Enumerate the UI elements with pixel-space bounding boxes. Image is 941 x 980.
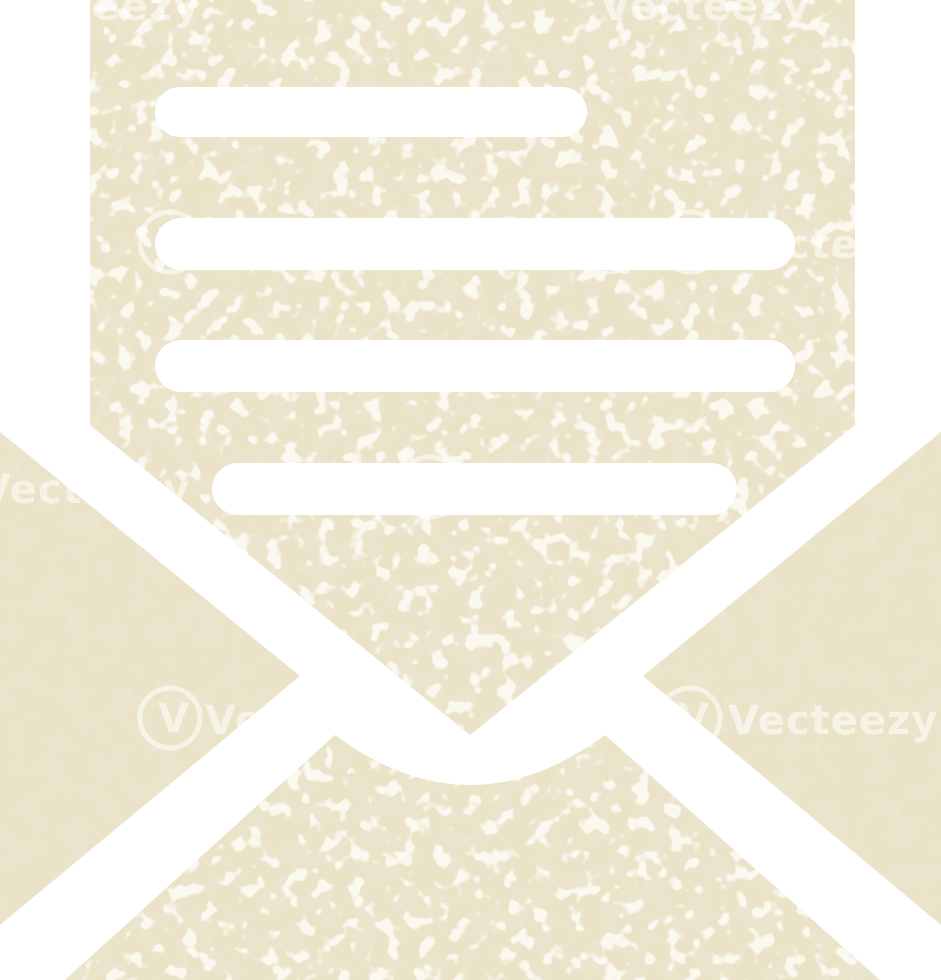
watermark-text-7: Vecteezy <box>0 0 200 30</box>
svg-text:V: V <box>418 465 450 511</box>
svg-text:V: V <box>678 696 710 742</box>
watermark-text-2: Vecteezy <box>728 222 938 268</box>
letter-line-4 <box>212 463 737 515</box>
watermark-group: V Vecteezy V Vecteezy V Vecteezy Vecteez… <box>0 0 938 748</box>
watermark-logo-icon: V <box>137 685 203 751</box>
watermark-logo-icon: V <box>657 685 723 751</box>
watermark-logo-icon: V <box>657 209 723 275</box>
watermark-logo-icon: V <box>397 454 463 520</box>
letter-text-lines <box>155 87 795 515</box>
envelope <box>0 432 941 980</box>
svg-text:V: V <box>158 220 190 266</box>
watermark-logo-icon: V <box>137 209 203 275</box>
svg-text:V: V <box>158 696 190 742</box>
letter-line-3 <box>155 340 795 392</box>
watermark-text-3: Vecteezy <box>470 467 680 513</box>
watermark-text-1: Vecteezy <box>205 222 415 268</box>
svg-text:V: V <box>678 220 710 266</box>
watermark-text-4: Vecteezy <box>0 467 190 513</box>
watermark-text-5: Vecteezy <box>205 698 415 744</box>
watermark-text-6: Vecteezy <box>728 698 938 744</box>
watermark-text-8: Vecteezy <box>600 0 810 30</box>
letter-line-1 <box>155 87 587 137</box>
letter-line-2 <box>155 218 795 270</box>
